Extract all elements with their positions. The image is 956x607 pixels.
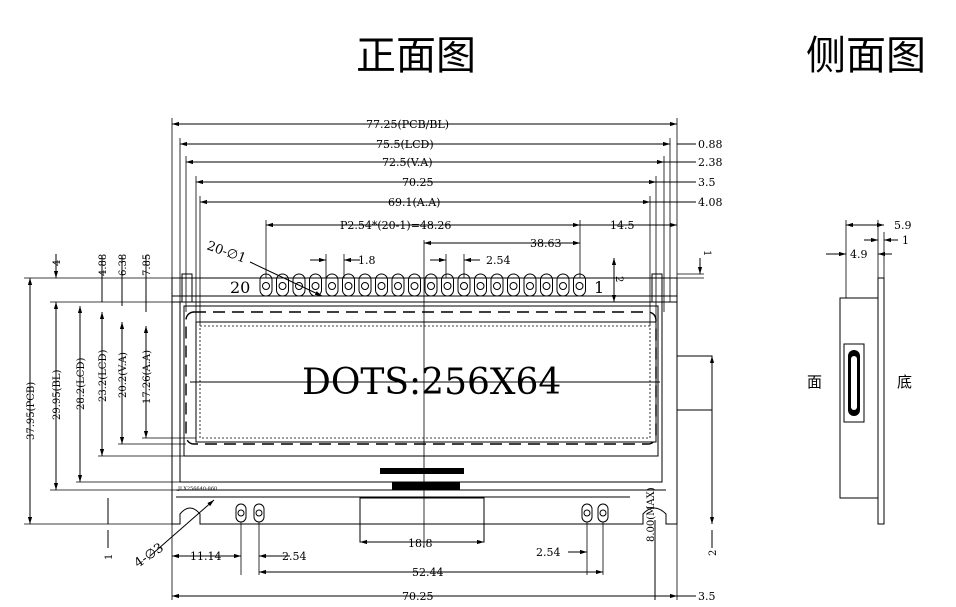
connector-pin (309, 273, 322, 297)
dim-18-8: 18.8 (408, 537, 433, 550)
side-dim-4-9: 4.9 (850, 248, 868, 261)
connector-pin (540, 273, 553, 297)
dim-14-5: 14.5 (610, 219, 635, 232)
dim-pin-2-54: 2.54 (486, 254, 511, 267)
connector-pin-hole (328, 282, 336, 290)
connector-pin-hole (476, 282, 485, 290)
side-face-label: 面 (807, 373, 822, 391)
side-dim-1: 1 (902, 234, 909, 247)
dim-7-85: 7.85 (142, 254, 153, 276)
side-view: 5.9 1 4.9 面 底 (807, 219, 912, 525)
dim-70-25-top: 70.25 (402, 176, 434, 189)
dim-pitch: P2.54*(20-1)=48.26 (340, 219, 451, 232)
left-dimensions: 37.95(PCB) 29.95(BL) 28.2(LCD) 23.2(LCD)… (24, 254, 196, 560)
pin-20-label: 20 (230, 278, 250, 297)
dim-8-max: 8.00(MAX) (646, 487, 657, 542)
dim-6-38: 6.38 (118, 254, 129, 276)
dim-pcb-height: 37.95(PCB) (26, 382, 37, 440)
dim-va-width: 72.5(V.A) (382, 156, 433, 169)
dim-2-pins: 2 (613, 276, 624, 282)
connector-pin (441, 273, 454, 297)
side-dim-5-9: 5.9 (894, 219, 912, 232)
dim-38-63: 38.63 (530, 237, 562, 250)
dim-0-88: 0.88 (698, 138, 723, 151)
connector-pin-hole (394, 282, 402, 290)
connector-pin-hole (526, 282, 534, 290)
connector-pin (408, 273, 421, 297)
connector-pin-hole (410, 282, 419, 290)
dim-pcb-bl: 77.25(PCB/BL) (366, 118, 449, 131)
dim-4-88: 4.88 (98, 254, 109, 276)
dim-52-44: 52.44 (412, 566, 444, 579)
connector-pin-hole (344, 282, 353, 290)
connector-pin-hole (427, 282, 435, 290)
connector-pin (292, 273, 306, 297)
dim-va2-height: 20.2(V.A) (118, 352, 129, 398)
connector-pin-hole (542, 282, 551, 290)
connector-pin (325, 273, 339, 297)
connector-pin-hole (311, 282, 320, 290)
connector-pin (573, 273, 586, 297)
dim-2-54-right: 2.54 (536, 546, 561, 559)
dim-aa-width: 69.1(A.A) (388, 196, 440, 209)
connector-pin-hole (493, 282, 501, 290)
mount-hole-callout-label: 4-∅3 (132, 540, 167, 571)
dim-2-bottom-right: 2 (708, 550, 719, 556)
connector-pin (490, 273, 504, 297)
side-bottom-label: 底 (897, 373, 912, 391)
dim-pin-1-8: 1.8 (358, 254, 376, 267)
connector-pin-hole (575, 282, 584, 290)
connector-pin-hole (262, 282, 270, 290)
connector-pin (507, 273, 520, 297)
connector-pin-hole (559, 282, 567, 290)
connector-pin (523, 273, 537, 297)
connector-pin (424, 273, 438, 297)
dim-11-14: 11.14 (190, 550, 222, 563)
right-dimensions: 0.88 2.38 3.5 4.08 1 2 8.00(MAX) 2 (611, 138, 723, 556)
bottom-mount-holes (235, 503, 609, 523)
connector-pin-hole (278, 282, 287, 290)
connector-pin-hole (377, 282, 386, 290)
pin-1-label: 1 (594, 278, 604, 297)
dim-lcd-width: 75.5(LCD) (376, 138, 434, 151)
dim-4-left: 4 (52, 260, 63, 266)
side-view-title: 侧面图 (806, 33, 926, 79)
connector-pin-hole (295, 282, 303, 290)
connector-pin (342, 273, 355, 297)
dim-va-height: 23.2(LCD) (98, 350, 109, 402)
dim-2-54-left: 2.54 (282, 550, 307, 563)
pin-row (259, 273, 586, 297)
connector-pin (276, 273, 289, 297)
dim-1-right: 1 (701, 250, 712, 256)
dim-4-08: 4.08 (698, 196, 723, 209)
dim-2-38: 2.38 (698, 156, 723, 169)
hole-callout-label: 20-∅1 (205, 239, 248, 267)
part-number-label: JLX256640-860 (177, 486, 217, 492)
dim-70-25-bottom: 70.25 (402, 590, 434, 603)
front-view-title: 正面图 (356, 33, 476, 79)
dim-3-5-bottom: 3.5 (698, 590, 716, 603)
dim-lcd-height: 28.2(LCD) (76, 358, 87, 410)
connector-pin-hole (509, 282, 518, 290)
connector-pin (556, 273, 570, 297)
dim-bl-height: 29.95(BL) (52, 369, 63, 420)
connector-pin (391, 273, 405, 297)
dim-3-5-top: 3.5 (698, 176, 716, 189)
connector-pin (474, 273, 487, 297)
top-dimensions: 77.25(PCB/BL) 75.5(LCD) 72.5(V.A) 70.25 … (171, 118, 678, 326)
connector-pin-hole (361, 282, 369, 290)
dim-1-left-bottom: 1 (104, 554, 115, 560)
connector-pin-hole (460, 282, 468, 290)
dim-aa-height: 17.26(A.A) (142, 350, 153, 404)
connector-pin (358, 273, 372, 297)
connector-pin (375, 273, 388, 297)
connector-pin-hole (443, 282, 452, 290)
bottom-dimensions: 11.14 2.54 18.8 2.54 52.44 70.25 3.5 (171, 520, 716, 603)
